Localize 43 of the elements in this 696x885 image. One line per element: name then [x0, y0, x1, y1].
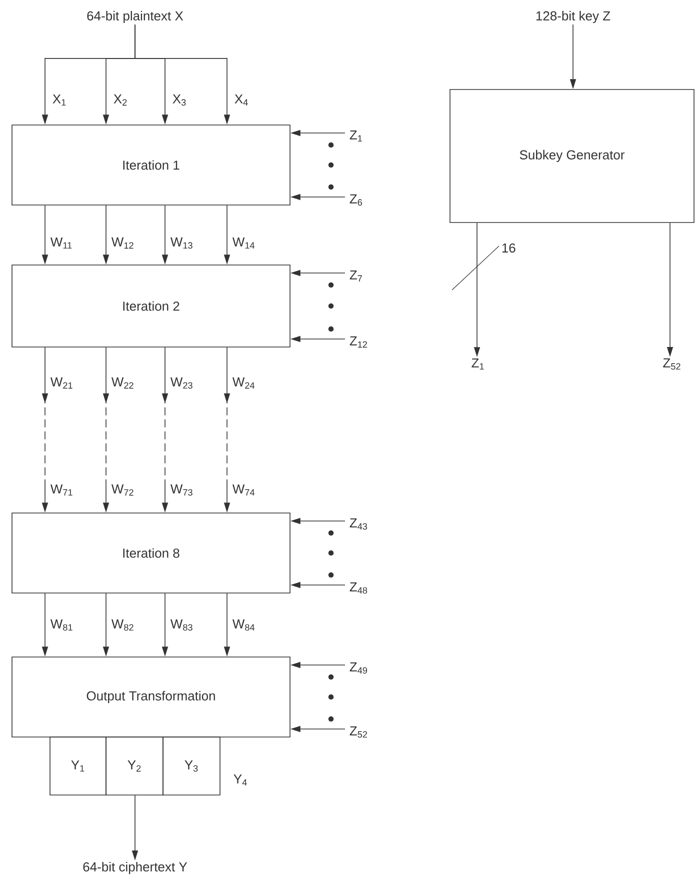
edge-label: W$_{23}$	[170, 377, 192, 389]
edge-label: 16	[502, 243, 516, 253]
edge-label: Z$_{43}$	[350, 518, 368, 530]
signal-label: W$_{73}$	[170, 484, 192, 496]
edge-label: Z$_{1}$	[350, 130, 362, 142]
output-cell: Y$_{1}$	[50, 736, 106, 796]
edge-label: W$_{24}$	[232, 377, 255, 389]
edge-label: Z$_{12}$	[350, 336, 367, 348]
edge-label: Z$_{48}$	[350, 582, 368, 594]
process-box: Output Transformation	[12, 656, 290, 738]
signal-label: 128-bit key Z	[536, 10, 610, 24]
signal-label: Z$_{52}$	[663, 358, 680, 370]
edge-label: W$_{84}$	[232, 619, 255, 631]
edge-label: X$_{2}$	[114, 94, 127, 106]
edge-label: W$_{22}$	[111, 377, 134, 389]
edge-label: Z$_{7}$	[350, 270, 362, 282]
edge-label: W$_{12}$	[111, 237, 134, 249]
edge-label: Z$_{52}$	[350, 726, 367, 738]
signal-label: Y$_{4}$	[234, 774, 247, 786]
signal-label: Z$_{1}$	[472, 358, 484, 370]
edge-label: W$_{81}$	[50, 619, 72, 631]
signal-label: W$_{74}$	[232, 484, 255, 496]
signal-label: 64-bit plaintext X	[87, 10, 184, 24]
edge-label: W$_{11}$	[50, 237, 72, 249]
edge-label: Z$_{49}$	[350, 662, 368, 674]
process-box: Iteration 1	[12, 124, 290, 206]
edge-label: W$_{82}$	[111, 619, 134, 631]
edge-label: X$_{4}$	[234, 94, 248, 106]
edge-label: X$_{3}$	[172, 94, 186, 106]
signal-label: W$_{71}$	[50, 484, 72, 496]
edge-label: X$_{1}$	[52, 94, 66, 106]
edge-label: W$_{21}$	[50, 377, 72, 389]
signal-label: W$_{72}$	[111, 484, 134, 496]
edge-label: W$_{14}$	[232, 237, 255, 249]
process-box: Iteration 2	[12, 264, 290, 348]
output-cell: Y$_{2}$	[106, 736, 164, 796]
output-cell: Y$_{3}$	[162, 736, 220, 796]
signal-label: 64-bit ciphertext Y	[83, 862, 188, 874]
edge-label: Z$_{6}$	[350, 194, 362, 206]
process-box: Subkey Generator	[450, 89, 694, 223]
process-box: Iteration 8	[12, 512, 290, 594]
edge-label: W$_{13}$	[170, 237, 192, 249]
edge-label: W$_{83}$	[170, 619, 192, 631]
